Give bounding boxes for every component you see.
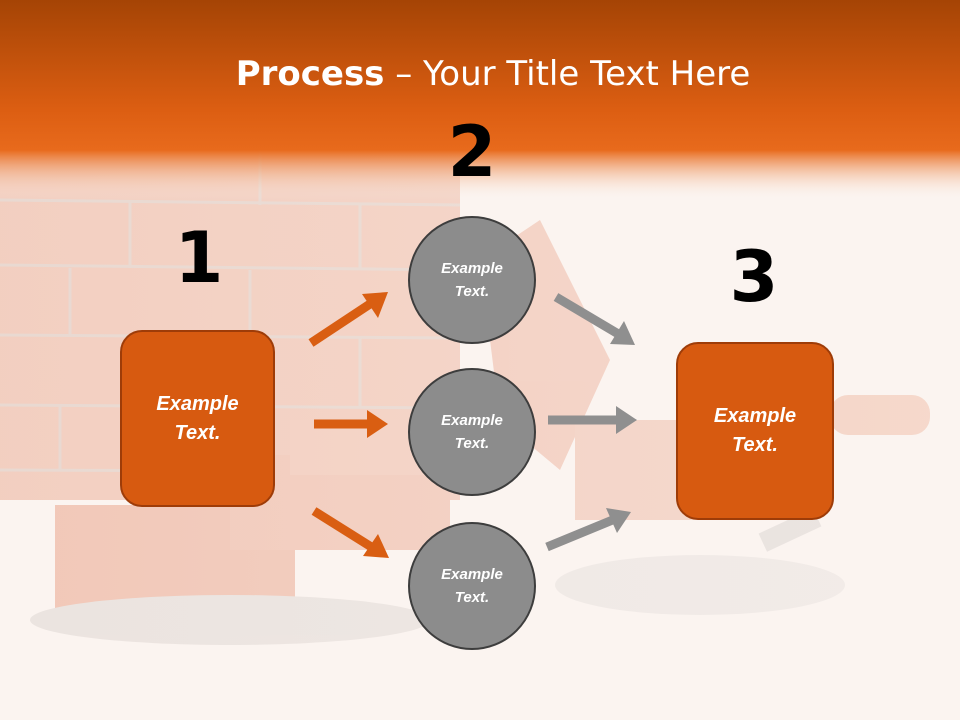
- title-bold: Process: [235, 54, 385, 94]
- step-2-circle-top-text: Example Text.: [441, 260, 503, 300]
- step-number-2: 2: [447, 111, 497, 193]
- step-3-text: Example Text.: [713, 405, 797, 456]
- step-2-circle-middle-text: Example Text.: [441, 412, 503, 452]
- step-1-text: Example Text.: [156, 392, 239, 444]
- step-1-box: Example Text.: [120, 330, 275, 507]
- step-number-3: 3: [729, 236, 779, 318]
- slide-title: Process – Your Title Text Here: [0, 52, 960, 96]
- step-2-circle-bottom: Example Text.: [408, 522, 536, 650]
- title-rest: – Your Title Text Here: [384, 54, 751, 94]
- step-3-box: Example Text.: [676, 342, 834, 520]
- step-2-circle-middle: Example Text.: [408, 368, 536, 496]
- step-2-circle-bottom-text: Example Text.: [441, 566, 503, 606]
- step-2-circle-top: Example Text.: [408, 216, 536, 344]
- step-number-1: 1: [174, 217, 224, 299]
